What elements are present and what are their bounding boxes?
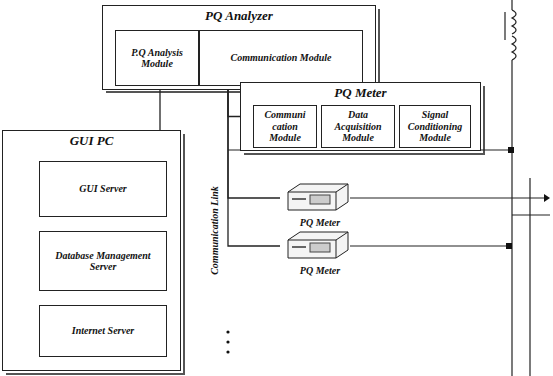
tap-terminal [544,194,550,202]
node-heading: PQ Meter [241,86,480,101]
meter-box: PQ MeterCommuni cation Module Data Acquis… [240,82,481,151]
ellipsis-dot [226,340,229,343]
node-label: Internet Server [72,325,135,337]
node-label: Database Management Server [43,250,163,273]
meter-device: PQ Meter [280,231,360,276]
meter-icon [288,184,348,210]
link-line [159,90,160,130]
power-line [511,60,512,376]
node-label: P.Q Analysis Module [119,47,195,70]
transformer-core [504,12,505,40]
bus-line [529,178,530,376]
node-heading: PQ Analyzer [103,9,375,24]
server-box: Database Management Server [39,231,167,291]
bus-line [512,214,550,215]
meter-icon [288,232,348,258]
meter-device: PQ Meter [280,183,360,228]
module-box: Communi cation Module [253,105,317,148]
node-heading: GUI PC [3,134,180,149]
module-box: Data Acquisition Module [321,105,395,148]
node-label: Signal Conditioning Module [403,109,467,144]
ellipsis-dot [226,350,229,353]
ct-terminal [508,147,514,153]
module-box: Signal Conditioning Module [399,105,471,148]
link-line [228,90,240,117]
module-box: Communication Module [199,30,363,86]
node-label: PQ Meter [280,265,360,277]
link-label: Communication Link [208,184,219,277]
node-label: GUI Server [79,183,127,195]
server-box: GUI Server [39,161,167,217]
module-box: P.Q Analysis Module [115,30,199,86]
server-box: Internet Server [39,305,167,357]
node-label: Communi cation Module [257,109,313,144]
ellipsis-dot [226,330,229,333]
pc-box: GUI PC GUI ServerDatabase Management Serv… [2,130,181,371]
tap-wire [350,245,506,246]
node-label: Communication Module [231,52,332,64]
tap-wire [350,197,544,198]
transformer-coil [512,10,516,34]
analyzer-box: PQ AnalyzerP.Q Analysis Module Communicat… [102,5,376,90]
power-line [511,0,512,10]
node-label: PQ Meter [280,217,360,229]
ct-terminal [506,243,512,249]
node-label: Data Acquisition Module [325,109,391,144]
transformer-coil [512,36,516,60]
